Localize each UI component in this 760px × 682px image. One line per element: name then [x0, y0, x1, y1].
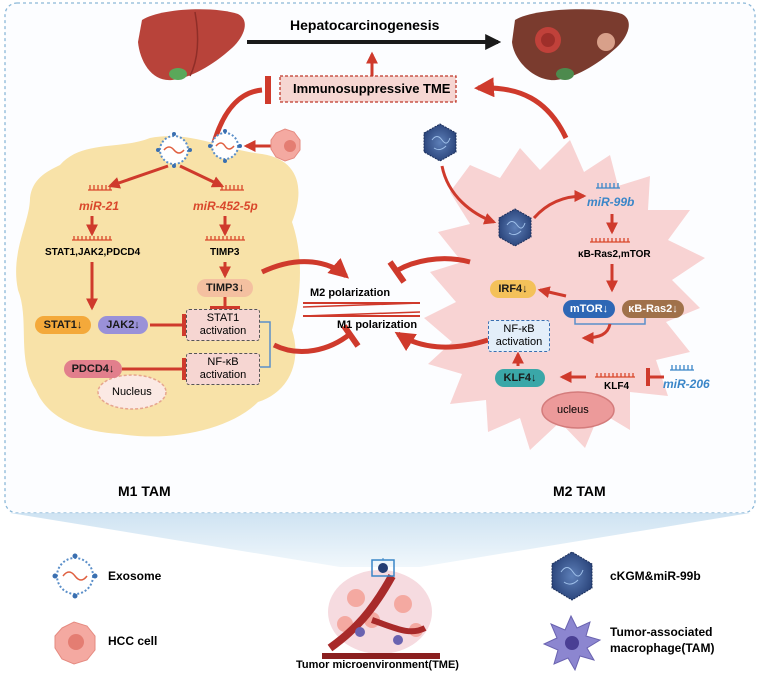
legend-tam-label-2: macrophage(TAM) — [610, 641, 715, 655]
exosome-icon — [208, 129, 242, 163]
klf4-label: KLF4 — [604, 381, 629, 392]
mirna-icon — [590, 238, 630, 243]
exosome-mir21-arrow — [107, 164, 169, 189]
legend-tam-label-1: Tumor-associated — [610, 625, 713, 639]
m1-polarization-label: M1 polarization — [337, 319, 418, 331]
nfkb-m1-arrow — [394, 331, 489, 352]
timp3-down-pill: TIMP3↓ — [197, 279, 253, 297]
stat1-activation-line2: activation — [199, 325, 247, 337]
pdcd4-down-pill: PDCD4↓ — [64, 360, 122, 378]
release-arrow — [532, 190, 587, 219]
stat1-down-pill: STAT1↓ — [35, 316, 91, 334]
ckgm-entry-arrow — [440, 165, 497, 225]
m1-bracket — [260, 321, 271, 368]
healthy-liver-icon — [138, 9, 245, 81]
stat1-activation-box: STAT1 activation — [186, 309, 260, 341]
stat1-activation-line1: STAT1 — [206, 312, 240, 324]
mirna-icon — [595, 373, 635, 378]
mirna-icon — [88, 185, 112, 191]
funnel-shape — [10, 513, 750, 567]
m1-tam-label: M1 TAM — [118, 483, 171, 499]
bracket-nfkb-arrow — [581, 323, 612, 344]
macrophage-icon — [542, 614, 602, 672]
m2-polarization-label: M2 polarization — [310, 287, 391, 299]
m1-nfkb-activation-box: NF-κB activation — [186, 353, 260, 385]
mirna-icon — [220, 185, 244, 191]
kbras2-down-pill: κB-Ras2↓ — [622, 300, 684, 318]
mirna-icon — [670, 365, 694, 371]
mtor-down-pill: mTOR↓ — [563, 300, 615, 318]
klf4-down-pill: KLF4↓ — [495, 369, 545, 387]
title: Hepatocarcinogenesis — [290, 17, 440, 33]
m1-nucleus-label: Nucleus — [112, 386, 152, 398]
exosome-icon — [52, 553, 98, 599]
mir452-label: miR-452-5p — [193, 199, 258, 213]
irf4-down-pill: IRF4↓ — [490, 280, 536, 298]
hcc-cell-icon — [270, 128, 301, 162]
ckgm-nanoparticle-icon — [423, 123, 457, 162]
ckgm-nanoparticle-icon — [551, 551, 593, 601]
jak2-down-pill: JAK2↓ — [98, 316, 148, 334]
mir206-label: miR-206 — [663, 377, 710, 391]
mirna-icon — [596, 183, 620, 189]
tme-caption: Tumor microenvironment(TME) — [296, 659, 459, 671]
legend-exosome-label: Exosome — [108, 569, 162, 583]
m2-nucleus-label: ucleus — [557, 404, 589, 416]
m1-nfkb-line1: NF-κB — [207, 356, 239, 368]
m2-targets: κB-Ras2,mTOR — [578, 249, 651, 260]
mirna-icon — [72, 236, 112, 241]
hcc-cell-icon — [54, 621, 96, 665]
tme-label: Immunosuppressive TME — [293, 81, 451, 96]
tumor-liver-icon — [512, 9, 629, 81]
m1-nfkb-line2: activation — [199, 369, 247, 381]
m2-nfkb-activation-box: NF-κB activation — [488, 320, 550, 352]
m2-nfkb-line2: activation — [495, 336, 543, 348]
ckgm-nanoparticle-icon — [498, 208, 532, 247]
mir21-label: miR-21 — [79, 199, 120, 213]
tme-vessel-icon — [322, 558, 440, 659]
m2-nfkb-line1: NF-κB — [503, 323, 535, 335]
m1-targets-2: TIMP3 — [210, 247, 240, 258]
m2-nucleus — [541, 391, 615, 429]
tme-box — [279, 75, 457, 103]
exosome-mir452-arrow — [179, 164, 225, 188]
m1-nucleus — [97, 374, 167, 410]
legend-ckgm-label: cKGM&miR-99b — [610, 569, 701, 583]
m2-promote-arc — [474, 77, 569, 140]
mir99b-label: miR-99b — [587, 195, 635, 209]
m2-tam-label: M2 TAM — [553, 483, 606, 499]
irf4-m2-inhibit — [396, 256, 471, 273]
timp3-m2-arrow — [260, 257, 350, 279]
m1-targets-1: STAT1,JAK2,PDCD4 — [45, 247, 141, 258]
mtor-irf4-arrow — [537, 286, 567, 299]
mirna-icon — [205, 236, 245, 241]
exosome-icon — [156, 132, 192, 168]
stat1-m1-inhibit — [272, 332, 352, 354]
legend-hcc-label: HCC cell — [108, 634, 158, 648]
